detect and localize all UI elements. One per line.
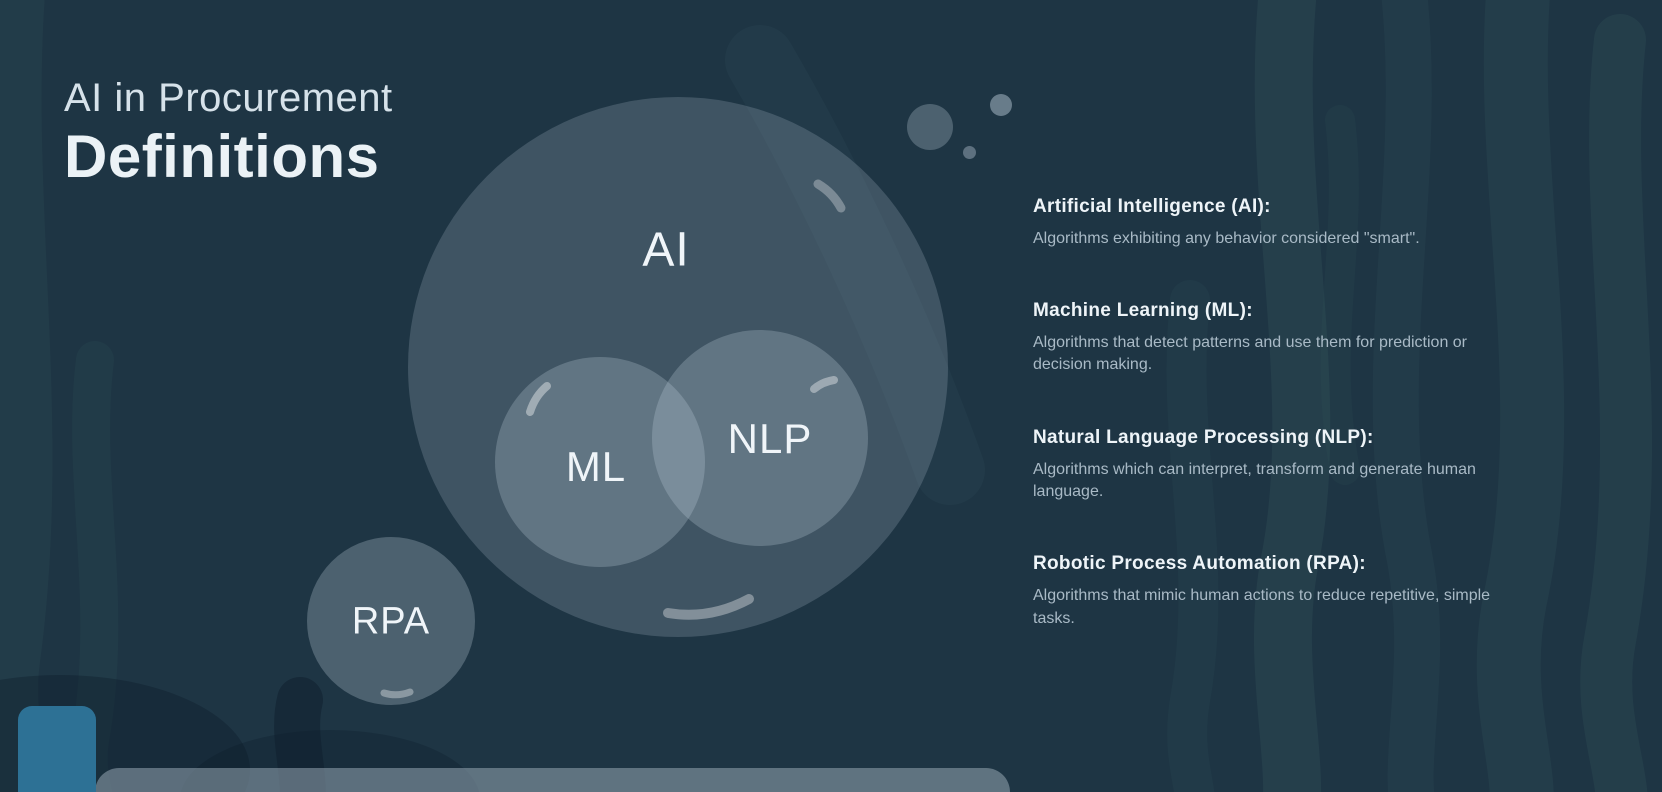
venn-label-ai: AI bbox=[642, 223, 690, 277]
definition-description: Algorithms that detect patterns and use … bbox=[1033, 333, 1468, 374]
definition-description: Algorithms which can interpret, transfor… bbox=[1033, 460, 1476, 500]
venn-circle-rpa bbox=[307, 537, 475, 705]
venn-label-rpa: RPA bbox=[351, 600, 431, 643]
definition-description: Algorithms exhibiting any behavior consi… bbox=[1033, 229, 1420, 247]
venn-label-ml: ML bbox=[565, 443, 627, 490]
definitions-column: Artificial Intelligence (AI): Algorithms… bbox=[1033, 196, 1493, 680]
blue-rock bbox=[18, 706, 96, 792]
definition-description: Algorithms that mimic human actions to r… bbox=[1033, 587, 1491, 627]
venn-circle-ml bbox=[495, 357, 705, 567]
page-title: Definitions bbox=[64, 123, 380, 190]
seafloor-bar bbox=[95, 768, 1010, 792]
venn-circle-ai bbox=[408, 97, 948, 637]
bubble-icon bbox=[990, 94, 1012, 116]
definition-term: Machine Learning (ML): bbox=[1033, 300, 1253, 322]
bubble-icon bbox=[907, 104, 953, 150]
definition-item-ml: Machine Learning (ML): Algorithms that d… bbox=[1033, 300, 1493, 377]
definition-item-nlp: Natural Language Processing (NLP): Algor… bbox=[1033, 427, 1493, 504]
venn-label-nlp: NLP bbox=[727, 415, 813, 462]
definition-term: Natural Language Processing (NLP): bbox=[1033, 426, 1374, 448]
venn-circle-nlp bbox=[652, 330, 868, 546]
page-subtitle: AI in Procurement bbox=[64, 76, 393, 120]
definition-item-ai: Artificial Intelligence (AI): Algorithms… bbox=[1033, 196, 1493, 250]
title-block: AI in Procurement Definitions bbox=[64, 76, 393, 191]
definition-term: Artificial Intelligence (AI): bbox=[1033, 196, 1271, 217]
bubble-icon bbox=[963, 146, 976, 159]
definition-item-rpa: Robotic Process Automation (RPA): Algori… bbox=[1033, 553, 1493, 630]
definition-term: Robotic Process Automation (RPA): bbox=[1033, 553, 1366, 575]
